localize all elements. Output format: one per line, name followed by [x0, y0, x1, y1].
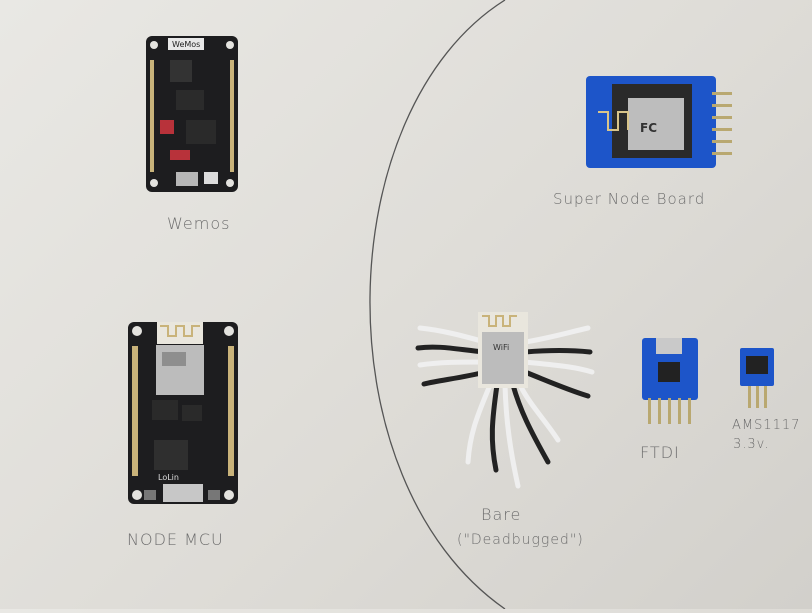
nodemcu-board: [128, 322, 238, 504]
wemos-board: [146, 36, 238, 192]
label-bare: Bare: [481, 505, 522, 524]
label-bare-note: ("Deadbugged"): [457, 532, 584, 548]
ftdi-board: [642, 338, 698, 424]
label-ftdi: FTDI: [640, 443, 680, 462]
lolin-mark-text: LoLin: [158, 473, 179, 482]
label-wemos: Wemos: [167, 214, 231, 233]
bare-esp-module: [415, 312, 595, 489]
label-ams1117: AMS1117: [732, 418, 801, 433]
super-node-board: [586, 76, 732, 168]
wemos-logo-text: WeMos: [172, 40, 200, 49]
label-super-node-board: Super Node Board: [553, 190, 706, 208]
label-node-mcu: NODE MCU: [127, 530, 224, 549]
super-node-fc-mark-text: FC: [640, 121, 657, 135]
label-ams1117-voltage: 3.3v.: [733, 437, 770, 452]
ams1117-board: [740, 348, 774, 408]
divider-arc: [369, 0, 506, 610]
bare-wifi-mark-text: WiFi: [493, 343, 509, 352]
